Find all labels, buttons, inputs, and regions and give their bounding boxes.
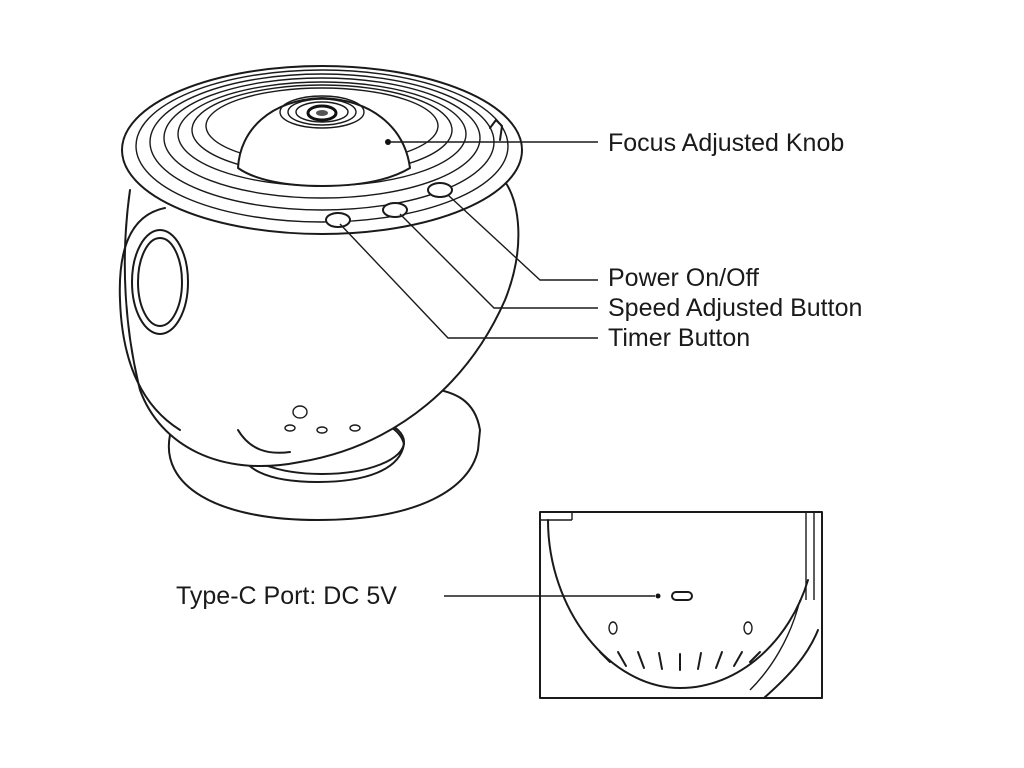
focus-knob-label: Focus Adjusted Knob	[608, 129, 845, 157]
timer-button	[325, 212, 351, 228]
type-c-label: Type-C Port: DC 5V	[176, 582, 397, 610]
power-label: Power On/Off	[608, 264, 759, 292]
side-knob	[131, 229, 189, 335]
timer-label: Timer Button	[608, 324, 751, 352]
projector-body	[118, 174, 520, 467]
speed-label: Speed Adjusted Button	[608, 294, 863, 322]
focus-knob	[237, 95, 411, 187]
top-buttons	[325, 182, 453, 228]
leader-lines	[339, 141, 598, 339]
speed-button	[382, 202, 408, 218]
vent-slots	[599, 651, 761, 671]
inset-bottom-view	[539, 511, 823, 699]
power-button	[427, 182, 453, 198]
type-c-port	[671, 591, 693, 601]
